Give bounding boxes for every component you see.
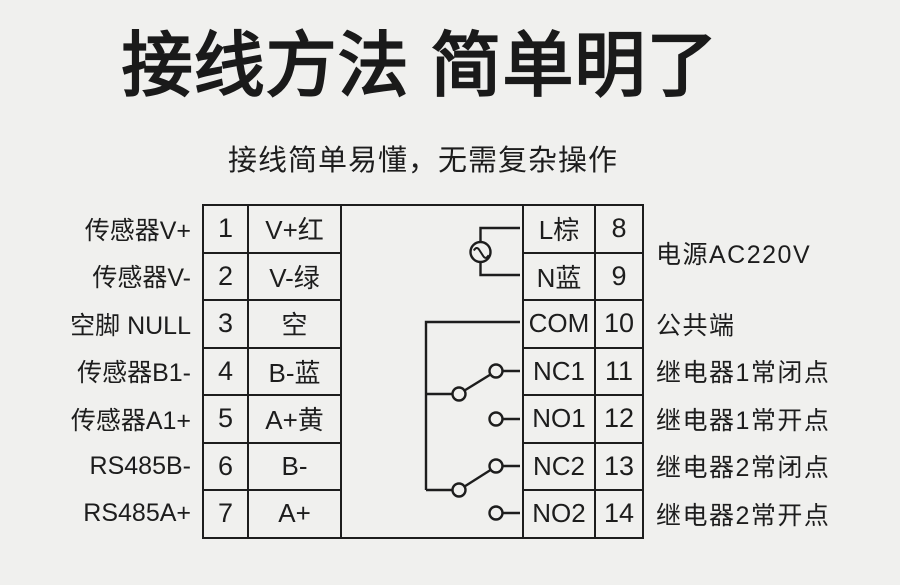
pin-wire-cell: B-蓝	[247, 346, 342, 396]
pin-function-label: 空脚 NULL	[70, 311, 191, 340]
neutral-wire	[479, 261, 520, 277]
pin-number-cell: 4	[202, 346, 249, 396]
relay-circuit-diagram	[340, 204, 524, 539]
pin-function-label: 传感器A1+	[70, 406, 191, 435]
table-row: 空脚 NULL 3 空 COM 10 公共端	[65, 299, 840, 349]
pin-wire-cell: B-	[247, 441, 342, 491]
pin-function-label: RS485A+	[83, 499, 191, 528]
pin-wire-cell: COM	[522, 299, 596, 349]
table-row: 传感器V- 2 V-绿 N蓝 9	[65, 251, 840, 301]
pin-wire-cell: V-绿	[247, 251, 342, 301]
pin-function-label: 传感器V-	[92, 264, 191, 293]
pin-wire-cell: A+黄	[247, 394, 342, 444]
terminal-wiring-table: 传感器V+ 1 V+红	[65, 204, 840, 539]
pin-function-label: RS485B-	[89, 451, 191, 480]
pin-wire-cell: L棕	[522, 204, 596, 254]
pin-function-label: 继电器1常闭点	[656, 359, 831, 388]
pin-function-label: 继电器2常开点	[656, 501, 831, 530]
pin-number-cell: 14	[594, 489, 644, 539]
relay2-no-contact	[488, 505, 504, 521]
pin-number-cell: 8	[594, 204, 644, 254]
pin-number-cell: 10	[594, 299, 644, 349]
relay2-nc-contact	[488, 458, 504, 474]
page-subtitle: 接线简单易懂，无需复杂操作	[227, 145, 618, 177]
pin-function-label: 公共端	[656, 311, 736, 340]
pin-number-cell: 11	[594, 346, 644, 396]
relay1-pivot-contact	[451, 386, 467, 402]
pin-wire-cell: V+红	[247, 204, 342, 254]
pin-wire-cell: NC2	[522, 441, 596, 491]
page-title: 接线方法 简单明了	[121, 27, 719, 106]
pin-number-cell: 6	[202, 441, 249, 491]
pin-wire-cell: N蓝	[522, 251, 596, 301]
pin-function-label: 继电器1常开点	[656, 406, 831, 435]
table-row: RS485A+ 7 A+ NO2 14 继电器2常开点	[65, 489, 840, 539]
table-row: 传感器V+ 1 V+红	[65, 204, 840, 539]
pin-number-cell: 1	[202, 204, 249, 254]
ac-sine-icon	[472, 247, 490, 259]
pin-function-label: 传感器B1-	[77, 359, 191, 388]
pin-number-cell: 13	[594, 441, 644, 491]
com-trunk-wire	[424, 320, 520, 490]
relay2-pivot-contact	[451, 482, 467, 498]
pin-wire-cell: A+	[247, 489, 342, 539]
pin-wire-cell: NC1	[522, 346, 596, 396]
pin-function-label: 传感器V+	[84, 216, 191, 245]
pin-function-label: 继电器2常闭点	[656, 454, 831, 483]
pin-wire-cell: NO1	[522, 394, 596, 444]
pin-number-cell: 7	[202, 489, 249, 539]
pin-number-cell: 9	[594, 251, 644, 301]
relay1-no-contact	[488, 411, 504, 427]
relay1-nc-contact	[488, 363, 504, 379]
relay-circuit-svg	[424, 226, 520, 521]
table-row: RS485B- 6 B- NC2 13 继电器2常闭点	[65, 441, 840, 491]
pin-number-cell: 3	[202, 299, 249, 349]
pin-function-label: 电源AC220V	[656, 240, 812, 269]
pin-wire-cell: 空	[247, 299, 342, 349]
relay-2-spdt-switch-icon	[463, 468, 492, 488]
pin-number-cell: 12	[594, 394, 644, 444]
table-row: 传感器B1- 4 B-蓝 NC1 11 继电器1常闭点	[65, 346, 840, 396]
relay-1-spdt-switch-icon	[463, 373, 492, 392]
live-wire	[479, 226, 520, 243]
table-row: 传感器A1+ 5 A+黄 NO1 12 继电器1常开点	[65, 394, 840, 444]
pin-number-cell: 2	[202, 251, 249, 301]
pin-number-cell: 5	[202, 394, 249, 444]
pin-wire-cell: NO2	[522, 489, 596, 539]
